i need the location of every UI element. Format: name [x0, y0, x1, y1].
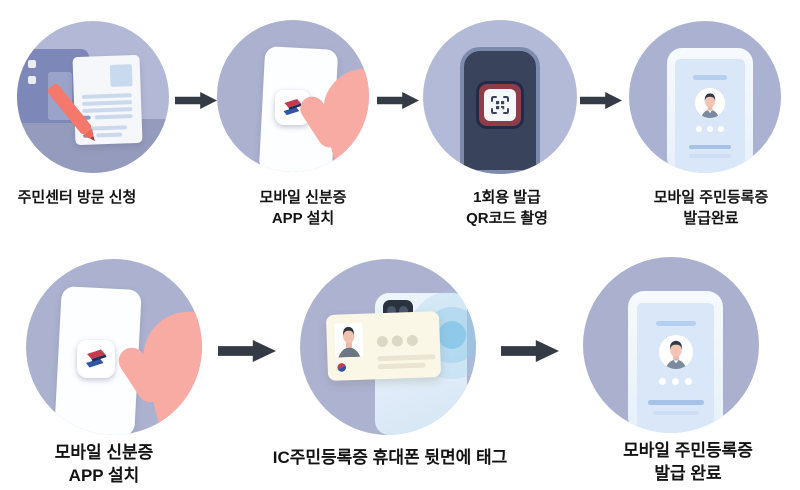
card-text-line [377, 362, 426, 370]
step5-label-line2: APP 설치 [68, 466, 140, 485]
screen-text-line [647, 400, 704, 405]
screen-text-line [689, 154, 731, 158]
dot [406, 334, 419, 347]
stacked-id-cards-icon [283, 98, 302, 116]
qr-scan-frame [476, 81, 524, 129]
step7-label-line2: 발급 완료 [654, 464, 722, 483]
qr-frame-screen [484, 89, 516, 121]
step6-label-line1: IC주민등록증 휴대폰 뒷면에 태그 [272, 448, 508, 467]
form-text-line [96, 132, 123, 137]
mobile-id-app-icon [77, 340, 115, 378]
arrow-right-icon [377, 92, 419, 109]
step7-label: 모바일 주민등록증 발급 완료 [568, 439, 800, 485]
step3-label-line1: 1회용 발급 [473, 189, 541, 206]
step2-circle [217, 20, 369, 172]
step5-label-line1: 모바일 신분증 [54, 443, 154, 462]
dot [672, 378, 679, 385]
dot [696, 126, 702, 132]
card-photo [334, 322, 364, 358]
step3-circle [423, 20, 577, 174]
step7-label-line1: 모바일 주민등록증 [623, 441, 753, 460]
step1-label-line1: 주민센터 방문 신청 [17, 189, 137, 206]
step4-label-line2: 발급완료 [683, 210, 739, 227]
building-window-icon [28, 60, 36, 68]
arrow-right-icon [175, 92, 217, 109]
masked-id-dots [696, 126, 724, 132]
step2-label: 모바일 신분증 APP 설치 [203, 187, 403, 229]
phone-screen [675, 59, 745, 173]
screen-text-line [689, 145, 731, 149]
dot [685, 378, 692, 385]
building-window-icon [28, 76, 36, 84]
qr-code-icon [491, 96, 509, 114]
step5-circle [26, 259, 202, 435]
id-photo-avatar [658, 335, 693, 369]
dot [391, 335, 404, 347]
step7-circle [583, 257, 759, 433]
nfc-wave-inner-icon [438, 321, 466, 349]
step1-label: 주민센터 방문 신청 [0, 187, 177, 208]
step4-circle [629, 21, 781, 173]
step5-label: 모바일 신분증 APP 설치 [0, 441, 224, 487]
screen-title-line [655, 321, 696, 326]
screen-text-line [652, 410, 699, 415]
step6-circle [300, 259, 476, 435]
step3-label: 1회용 발급 QR코드 촬영 [407, 187, 607, 229]
phone-icon [628, 291, 723, 433]
form-text-line [82, 107, 133, 113]
phone-icon [667, 48, 753, 173]
form-text-line [94, 114, 133, 119]
step4-label-line1: 모바일 주민등록증 [653, 189, 769, 206]
step3-label-line2: QR코드 촬영 [466, 210, 548, 227]
camera-lens-icon [387, 306, 396, 315]
dot [707, 126, 713, 132]
camera-lens-icon [399, 306, 408, 315]
step1-circle [17, 21, 169, 173]
dot [718, 126, 724, 132]
taegeuk-flag-icon [337, 363, 346, 372]
step6-label: IC주민등록증 휴대폰 뒷면에 태그 [210, 446, 570, 469]
dot [659, 378, 666, 385]
id-photo-avatar [695, 88, 725, 118]
arrow-right-icon [580, 92, 622, 109]
form-photo-box [109, 64, 133, 87]
arrow-right-icon [218, 340, 276, 362]
step2-label-line2: APP 설치 [271, 210, 335, 227]
person-icon [665, 340, 686, 369]
form-text-line [82, 100, 133, 106]
screen-title-line [693, 75, 727, 80]
masked-id-dots [659, 378, 692, 385]
card-text-line [377, 354, 436, 362]
step2-label-line1: 모바일 신분증 [259, 189, 347, 206]
phone-screen [637, 303, 714, 433]
ic-id-card-icon [325, 311, 442, 381]
stacked-id-cards-icon [86, 349, 107, 368]
dot [376, 335, 389, 348]
person-icon [700, 93, 720, 118]
arrow-right-icon [501, 340, 559, 362]
form-text-line [81, 93, 132, 99]
person-icon [338, 326, 361, 358]
masked-id-dots [376, 334, 419, 348]
step4-label: 모바일 주민등록증 발급완료 [611, 187, 800, 229]
